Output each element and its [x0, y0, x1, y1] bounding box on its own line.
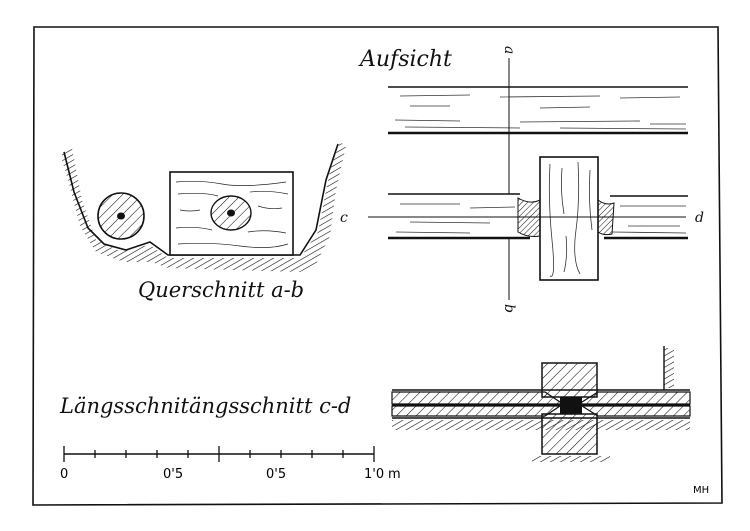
cross-timber-upper [541, 362, 598, 398]
point-c-label: c [340, 210, 348, 226]
point-b-label: b [501, 304, 517, 313]
scale-bar: 0 0'5 0'5 1'0 m [60, 446, 401, 482]
point-a-label: a [501, 46, 517, 54]
trench-ground-hatch [62, 142, 346, 272]
scale-tick-half-2: 0'5 [266, 467, 286, 482]
cross-timber-lower [541, 413, 598, 455]
longitudinal-section-caption: Längsschnitängsschnitt c-d [59, 394, 351, 418]
scale-tick-1: 1'0 [364, 467, 384, 482]
trench-outline [63, 143, 339, 256]
author-initials: MH [693, 485, 709, 496]
scale-tick-half: 0'5 [163, 467, 183, 482]
drawing-frame [32, 26, 723, 506]
point-d-label: d [695, 210, 704, 226]
scale-tick-0: 0 [60, 467, 68, 482]
cross-section-view [62, 142, 346, 272]
top-view: a b c d [340, 46, 704, 313]
joint-core [560, 397, 582, 414]
cross-section-caption: Querschnitt a-b [138, 278, 304, 302]
top-view-title: Aufsicht [358, 47, 452, 72]
longitudinal-section-view [391, 346, 691, 462]
upper-log [388, 87, 688, 133]
scale-unit: m [388, 467, 401, 482]
